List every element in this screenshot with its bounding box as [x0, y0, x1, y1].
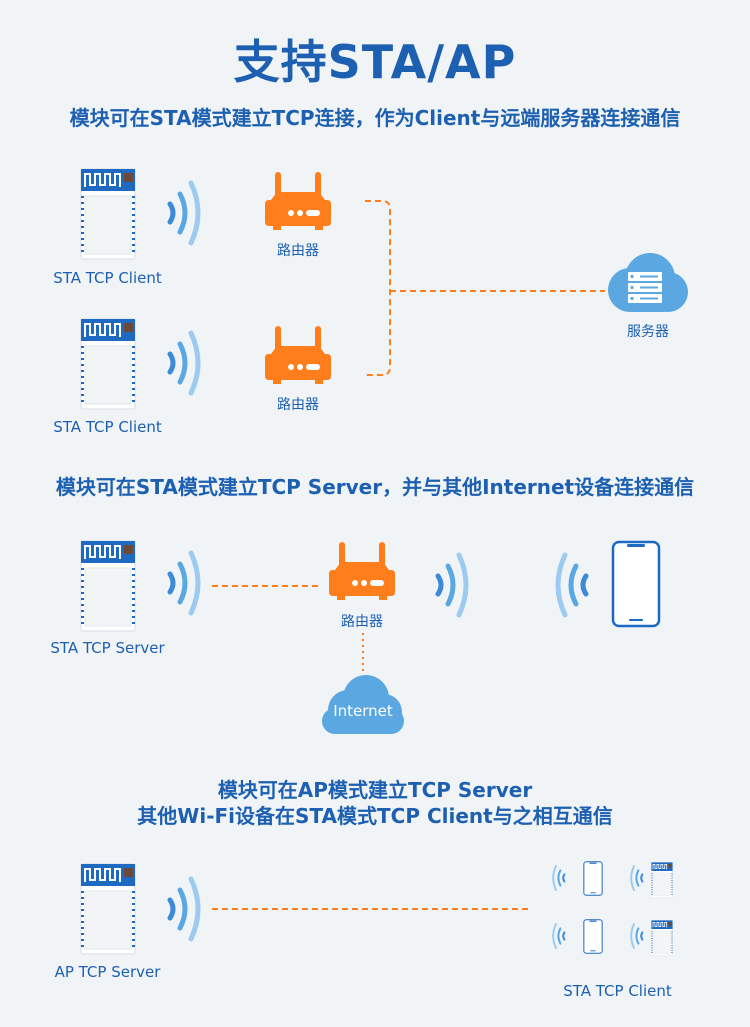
wifi-waves-icon — [628, 864, 644, 892]
wifi-module-icon — [80, 168, 136, 260]
wifi-waves-icon — [166, 874, 206, 944]
smartphone-icon — [583, 919, 603, 954]
wifi-waves-icon — [434, 550, 474, 620]
section3-heading-line2: 其他Wi-Fi设备在STA模式TCP Client与之相互通信 — [137, 804, 613, 828]
router-icon — [327, 534, 397, 606]
wifi-waves-icon — [550, 864, 566, 892]
connector-lines — [365, 200, 605, 376]
wifi-waves-icon — [166, 548, 206, 618]
wifi-waves-icon — [550, 550, 590, 620]
smartphone-icon — [583, 861, 603, 896]
connector-line — [362, 633, 364, 675]
module1-label: STA TCP Client — [53, 269, 162, 287]
wifi-module-icon — [80, 318, 136, 410]
wifi-waves-icon — [166, 328, 206, 398]
ap-server-label: AP TCP Server — [54, 963, 161, 981]
module2-label: STA TCP Client — [53, 418, 162, 436]
server-label: 服务器 — [627, 324, 669, 340]
wifi-module-icon — [80, 863, 136, 955]
module-label: STA TCP Server — [50, 639, 165, 657]
sta-clients-label: STA TCP Client — [563, 982, 672, 1000]
connector-line — [212, 585, 322, 587]
router1-label: 路由器 — [277, 243, 319, 259]
server-cloud-icon — [608, 253, 688, 312]
wifi-module-icon — [651, 920, 673, 956]
connector-line — [212, 908, 530, 910]
internet-label: Internet — [333, 702, 393, 720]
section1-heading: 模块可在STA模式建立TCP连接，作为Client与远端服务器连接通信 — [69, 106, 681, 130]
wifi-module-icon — [80, 540, 136, 632]
wifi-module-icon — [651, 862, 673, 898]
section2-heading: 模块可在STA模式建立TCP Server，并与其他Internet设备连接通信 — [55, 475, 695, 499]
wifi-waves-icon — [166, 178, 206, 248]
section3-heading-line1: 模块可在AP模式建立TCP Server — [217, 778, 533, 802]
wifi-waves-icon — [628, 922, 644, 950]
router-icon — [263, 164, 333, 236]
page-title: 支持STA/AP — [233, 35, 517, 89]
smartphone-icon — [611, 540, 661, 628]
wifi-waves-icon — [550, 922, 566, 950]
router-label: 路由器 — [341, 614, 383, 630]
router2-label: 路由器 — [277, 397, 319, 413]
router-icon — [263, 318, 333, 390]
internet-cloud-icon — [322, 675, 404, 734]
